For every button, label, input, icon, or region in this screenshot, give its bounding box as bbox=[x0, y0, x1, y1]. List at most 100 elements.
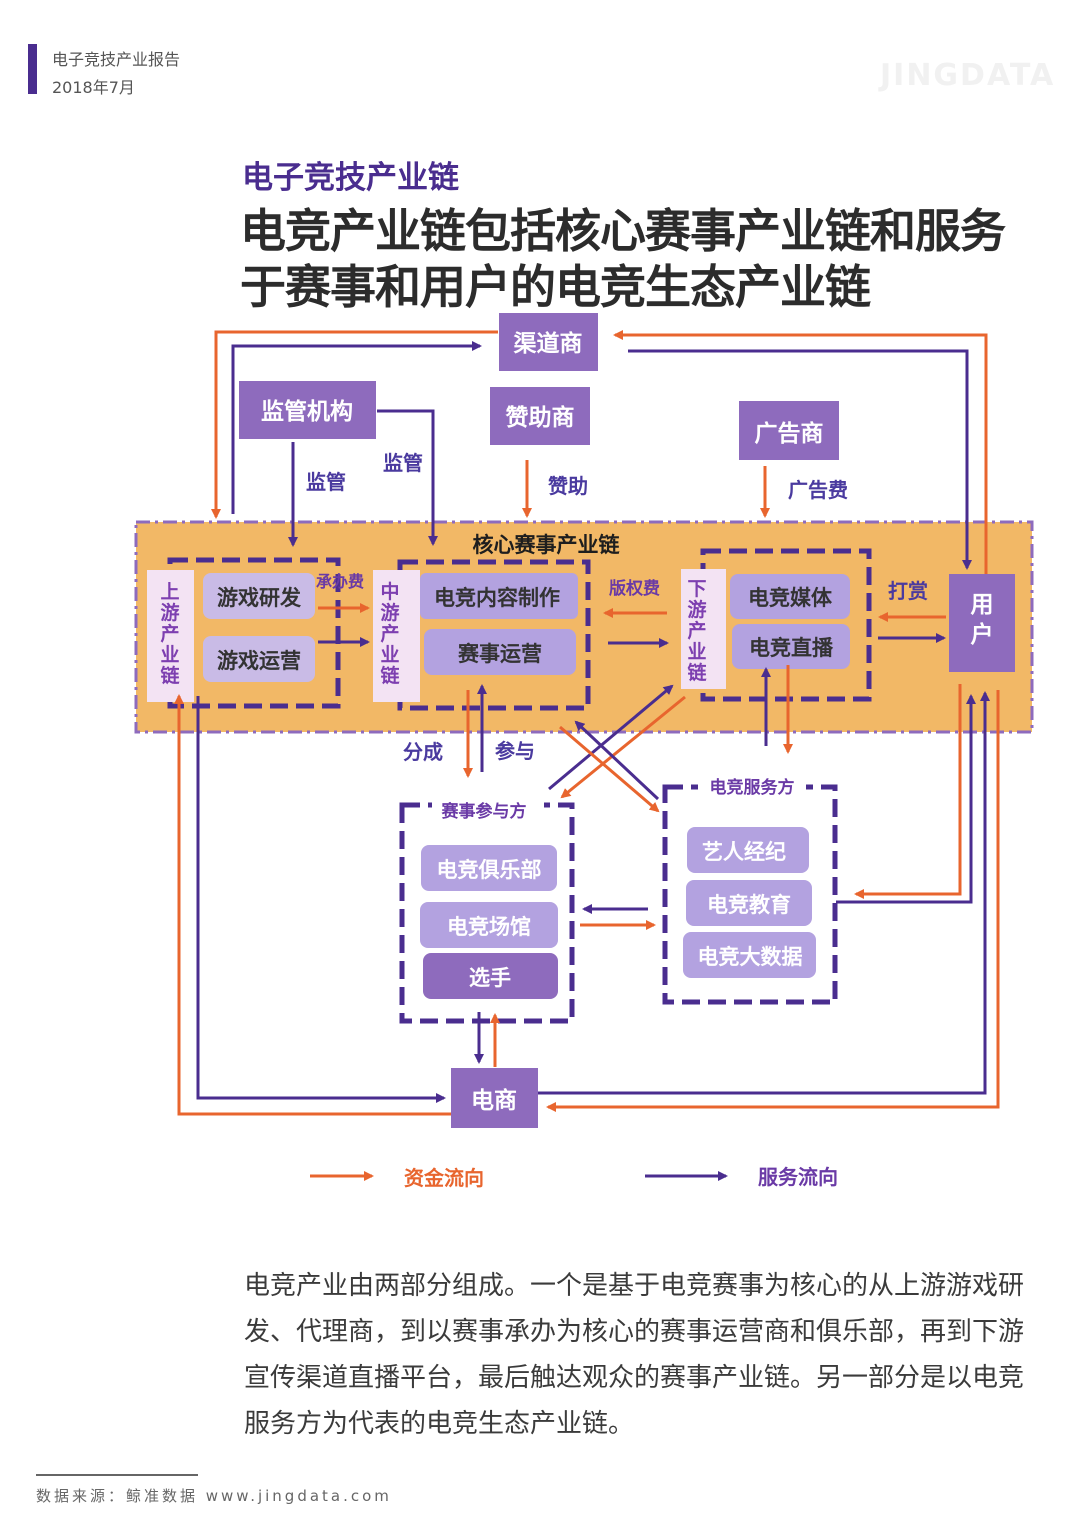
service-flow-participants-to-downstream bbox=[548, 684, 674, 791]
service-flow-service-to-midstream bbox=[574, 720, 660, 801]
upstream-label-box bbox=[147, 570, 194, 702]
channel-label: 渠道商 bbox=[514, 330, 583, 357]
midstream-item-event-ops: 赛事运营 bbox=[457, 642, 542, 666]
upstream-char: 产 bbox=[160, 622, 179, 645]
page-title: 电竞产业链包括核心赛事产业链和服务于赛事和用户的电竞生态产业链 bbox=[240, 204, 1006, 314]
description-paragraph: 电竞产业由两部分组成。一个是基于电竞赛事为核心的从上游游戏研发、代理商，到以赛事… bbox=[244, 1271, 1025, 1439]
service-title-bg bbox=[698, 774, 806, 798]
participant-item-box bbox=[423, 953, 558, 999]
service-flow-channel-to-user bbox=[628, 349, 972, 570]
sponsor-node bbox=[490, 387, 590, 445]
advertiser-node bbox=[739, 401, 839, 460]
service-flow-ecommerce-to-user bbox=[538, 691, 990, 1095]
participant-item-box bbox=[420, 902, 558, 948]
upstream-item-game-ops: 游戏运营 bbox=[217, 649, 301, 673]
user-char: 用 bbox=[971, 592, 994, 618]
service-artist-mgmt: 艺人经纪 bbox=[702, 840, 786, 864]
midstream-char: 业 bbox=[380, 644, 399, 666]
section-title: 电子竞技产业链 bbox=[242, 160, 459, 196]
downstream-label-box bbox=[681, 569, 726, 689]
label-hosting-fee: 承办费 bbox=[316, 572, 364, 591]
legend-money-label: 资金流向 bbox=[404, 1166, 484, 1190]
upstream-char: 游 bbox=[160, 601, 179, 624]
ecommerce-node bbox=[451, 1068, 538, 1128]
footer-divider bbox=[36, 1474, 198, 1476]
upstream-char: 链 bbox=[160, 664, 179, 687]
midstream-char: 链 bbox=[380, 664, 399, 687]
report-name: 电子竞技产业报告 bbox=[52, 50, 181, 69]
midstream-item-content: 电竞内容制作 bbox=[434, 586, 560, 610]
participant-item-box bbox=[421, 845, 557, 891]
money-flow-user-to-service bbox=[854, 684, 962, 899]
downstream-item-box bbox=[730, 574, 850, 619]
downstream-char: 链 bbox=[687, 661, 706, 684]
participant-club: 电竞俱乐部 bbox=[437, 858, 542, 882]
midstream-char: 游 bbox=[380, 601, 399, 624]
header-accent-bar bbox=[28, 44, 37, 94]
report-date: 2018年7月 bbox=[52, 78, 135, 97]
money-flow-ecommerce-to-upstream bbox=[174, 694, 451, 1116]
upstream-item-game-dev: 游戏研发 bbox=[217, 586, 302, 610]
label-copyright-fee: 版权费 bbox=[609, 578, 660, 599]
service-flow-service-to-user bbox=[836, 694, 976, 904]
regulator-label: 监管机构 bbox=[261, 398, 353, 425]
label-tipping: 打赏 bbox=[888, 579, 928, 603]
downstream-item-live: 电竞直播 bbox=[749, 636, 834, 660]
upstream-item-box bbox=[203, 636, 315, 682]
user-char: 户 bbox=[971, 621, 994, 648]
user-node bbox=[949, 574, 1015, 672]
downstream-char: 下 bbox=[687, 578, 706, 600]
regulator-node bbox=[239, 381, 376, 439]
service-item-box bbox=[687, 827, 809, 873]
midstream-char: 产 bbox=[380, 622, 399, 645]
midstream-group bbox=[397, 559, 591, 711]
money-flow-user-to-ecommerce bbox=[546, 690, 1000, 1112]
service-item-box bbox=[683, 932, 816, 978]
user-label: 用户 bbox=[971, 592, 994, 648]
money-flow-upstream-from-channel bbox=[211, 330, 498, 519]
data-source: 数据来源：鲸准数据 www.jingdata.com bbox=[36, 1487, 392, 1505]
advertiser-label: 广告商 bbox=[755, 420, 824, 447]
core-chain-title: 核心赛事产业链 bbox=[473, 533, 621, 557]
money-flow-user-to-channel bbox=[613, 330, 988, 574]
participant-player: 选手 bbox=[469, 966, 511, 990]
label-sponsorship: 赞助 bbox=[547, 474, 588, 498]
legend-service-label: 服务流向 bbox=[758, 1165, 838, 1189]
service-providers-title: 电竞服务方 bbox=[710, 777, 795, 798]
midstream-item-box bbox=[424, 629, 576, 675]
upstream-char: 上 bbox=[160, 581, 179, 603]
service-flow-upstream-to-ecommerce bbox=[196, 696, 446, 1103]
downstream-char: 游 bbox=[687, 598, 706, 621]
service-flow-core-to-channel bbox=[231, 341, 482, 514]
channel-node bbox=[499, 313, 598, 371]
service-big-data: 电竞大数据 bbox=[698, 945, 803, 969]
downstream-item-box bbox=[732, 624, 850, 669]
midstream-label-box bbox=[373, 570, 420, 702]
service-flow-regulate-midstream bbox=[377, 409, 438, 546]
downstream-label: 下游产业链 bbox=[687, 578, 706, 684]
upstream-char: 业 bbox=[160, 644, 179, 666]
service-item-box bbox=[686, 880, 812, 926]
label-supervise-1: 监管 bbox=[306, 470, 346, 494]
ecommerce-label: 电商 bbox=[471, 1087, 517, 1114]
jingdata-watermark: JINGDATA bbox=[880, 58, 1056, 93]
label-revenue-share: 分成 bbox=[403, 740, 443, 764]
core-chain-area bbox=[134, 520, 1034, 734]
downstream-char: 业 bbox=[687, 641, 706, 663]
sponsor-label: 赞助商 bbox=[505, 404, 575, 431]
midstream-char: 中 bbox=[380, 580, 399, 603]
label-participate: 参与 bbox=[495, 739, 535, 763]
label-supervise-2: 监管 bbox=[383, 451, 423, 475]
midstream-item-box bbox=[420, 573, 578, 619]
upstream-label: 上游产业链 bbox=[160, 581, 179, 687]
upstream-item-box bbox=[203, 573, 315, 619]
downstream-item-media: 电竞媒体 bbox=[748, 586, 833, 610]
service-education: 电竞教育 bbox=[707, 893, 791, 917]
money-flow-midstream-to-service bbox=[559, 725, 660, 813]
label-ad-fee: 广告费 bbox=[788, 478, 848, 502]
midstream-label: 中游产业链 bbox=[380, 580, 399, 687]
participants-title-bg bbox=[432, 796, 544, 818]
participants-title: 赛事参与方 bbox=[441, 801, 527, 822]
participant-venue: 电竞场馆 bbox=[447, 915, 531, 939]
downstream-char: 产 bbox=[687, 619, 706, 642]
